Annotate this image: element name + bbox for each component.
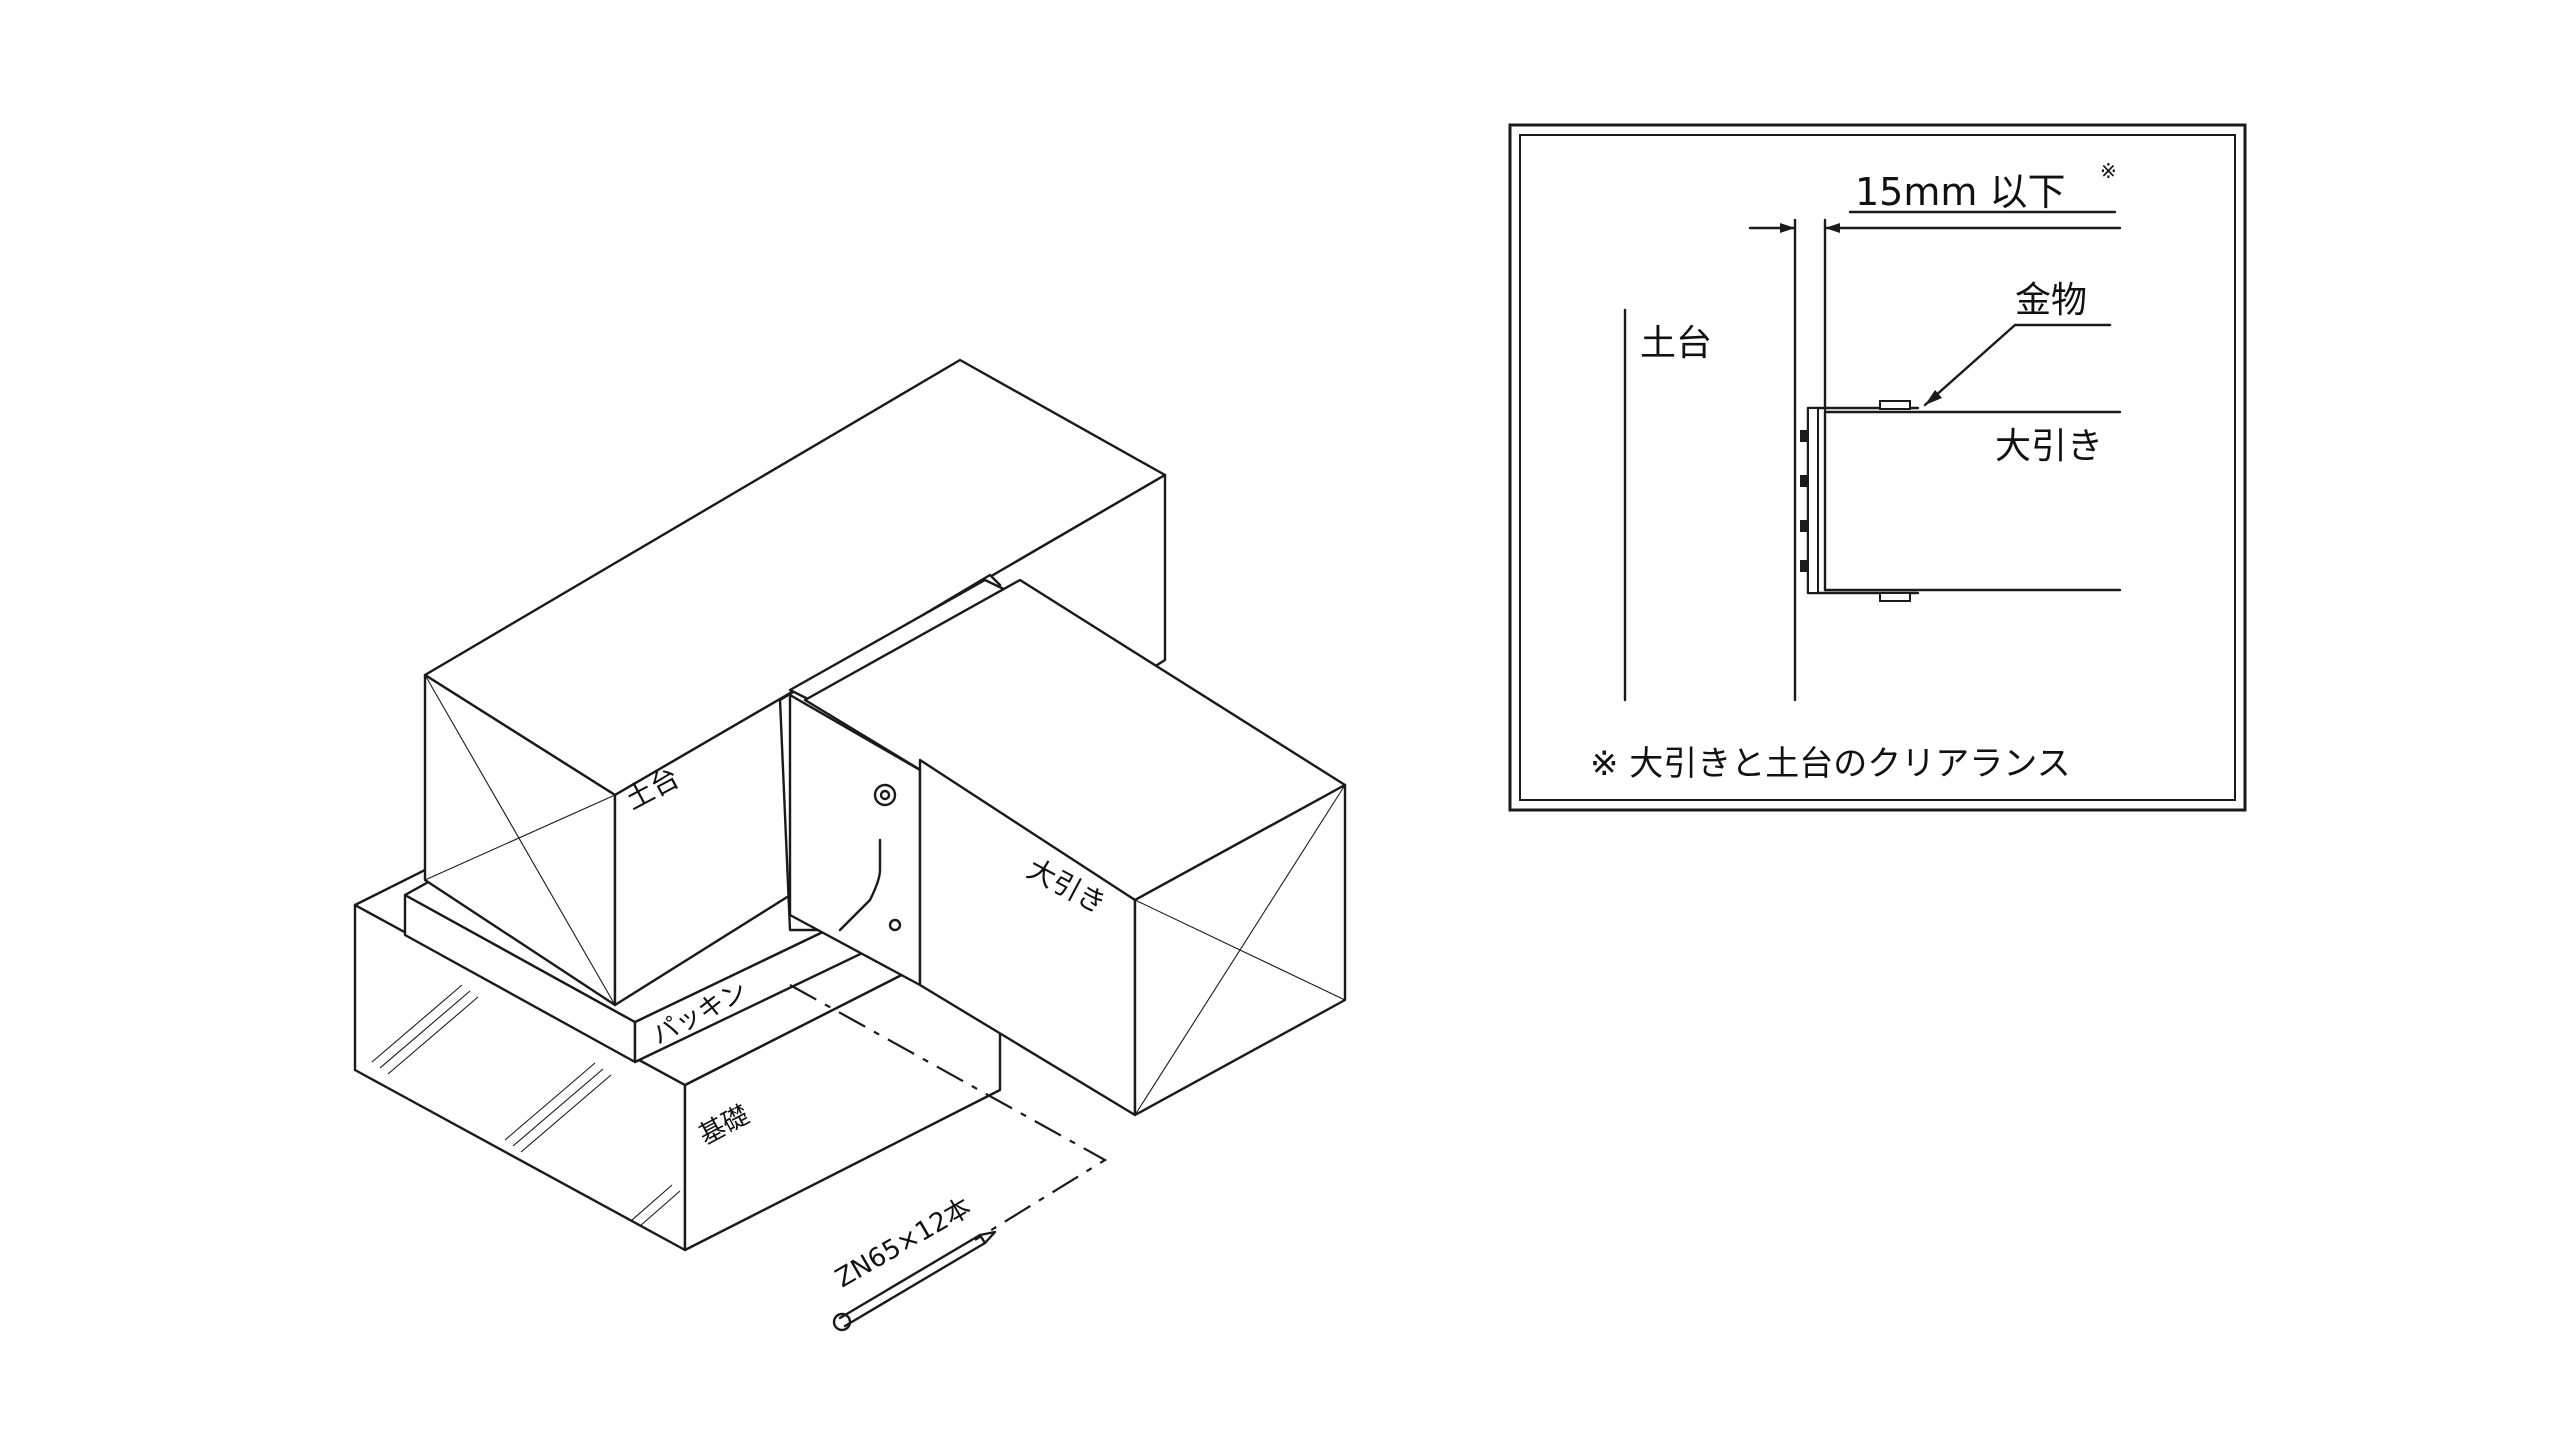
clearance-note: ※ 大引きと土台のクリアランス <box>1590 744 2071 784</box>
floor-beam <box>803 578 1347 1117</box>
nail-leader <box>789 984 1108 1241</box>
bolt <box>879 789 891 801</box>
nail-hole <box>888 918 902 932</box>
nail <box>832 1230 997 1332</box>
clearance-mark: ※ <box>2100 159 2117 183</box>
label-nail-spec: ZN65×12本 <box>831 1192 977 1294</box>
label-dodai-detail: 土台 <box>1640 323 1712 364</box>
clearance-dimension <box>1748 210 2122 233</box>
detail-frame-outer <box>1508 123 2247 812</box>
hardware-leader <box>1923 323 2112 407</box>
isometric-view: 土台 大引き パッキン 基礎 ZN65×12本 <box>353 358 1347 1332</box>
bracket-hardware <box>1800 400 1920 602</box>
clearance-value: 15mm 以下 <box>1855 170 2065 214</box>
bolt <box>873 783 897 807</box>
beam-outline <box>1823 410 2122 592</box>
foundation-hatch <box>371 984 681 1227</box>
detail-view: 15mm 以下 ※ 土台 金物 大引き ※ 大引きと土台のクリアランス <box>1508 123 2247 812</box>
detail-frame-inner <box>1519 134 2236 801</box>
label-obiki-detail: 大引き <box>1995 426 2103 467</box>
label-kanamono: 金物 <box>2015 280 2087 321</box>
